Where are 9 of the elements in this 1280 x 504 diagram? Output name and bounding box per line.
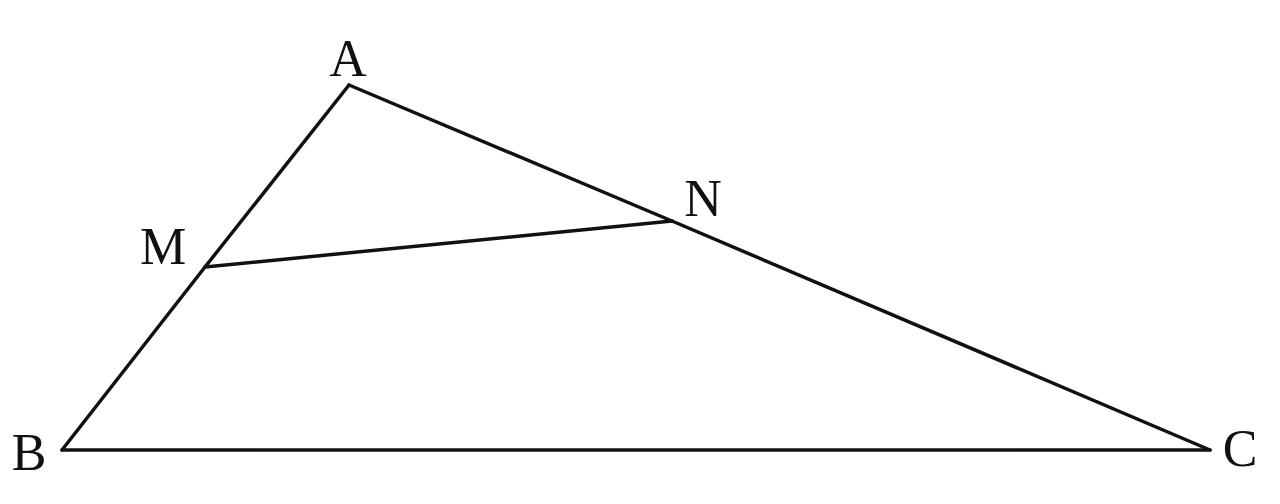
line-segment — [60, 448, 1212, 452]
point-label: C — [1218, 424, 1262, 474]
point-label: B — [8, 428, 50, 478]
line-segment — [203, 219, 674, 269]
point-label: M — [132, 222, 194, 272]
line-segment — [347, 83, 674, 223]
point-label: N — [680, 174, 726, 224]
point-label: A — [328, 34, 368, 84]
line-segment — [670, 219, 1212, 452]
